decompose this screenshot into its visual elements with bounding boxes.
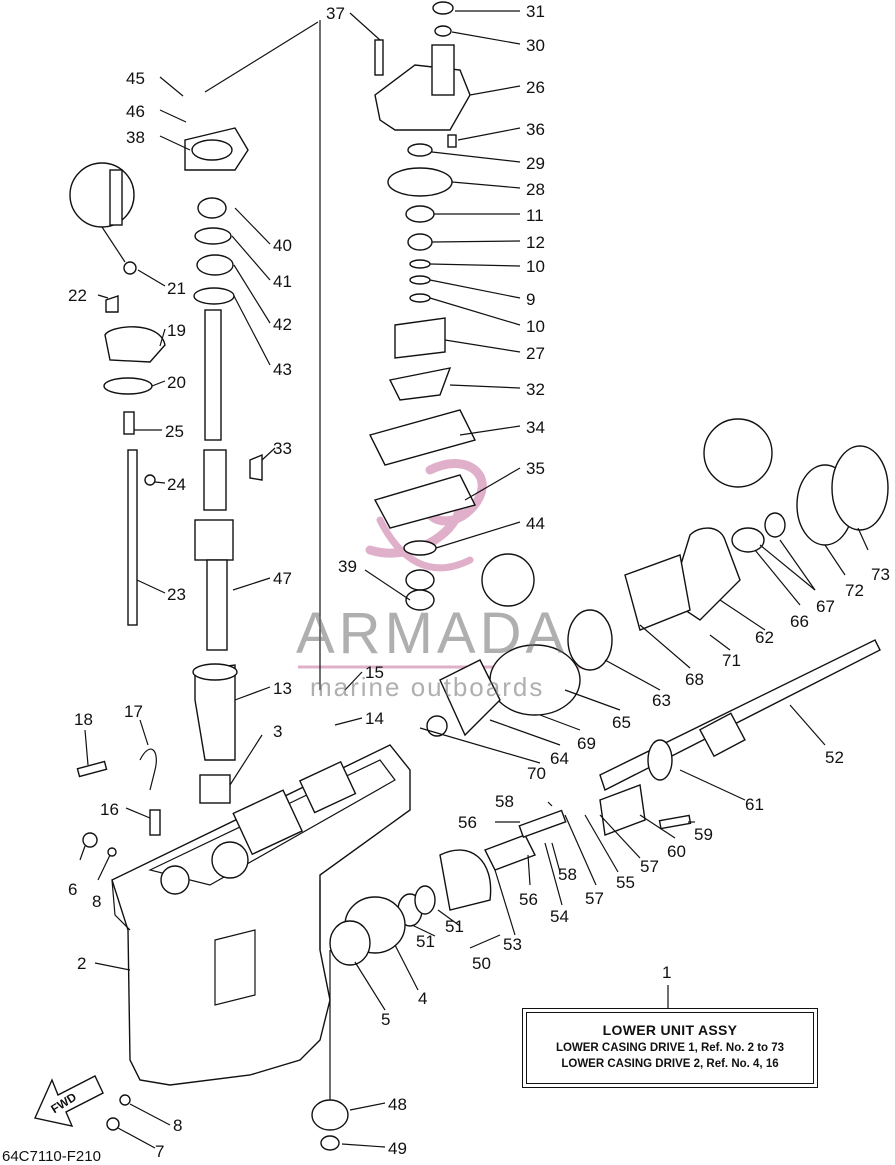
callout-label: 45 [126, 69, 145, 88]
propeller-shaft-assembly [311, 418, 889, 1151]
callout-label: 57 [585, 889, 604, 908]
callout-label: 58 [558, 865, 577, 884]
callout-label: 6 [68, 880, 77, 899]
callout-label: 31 [526, 2, 545, 21]
callout-label: 73 [871, 565, 890, 584]
callout-label: 20 [167, 373, 186, 392]
callout-label: 44 [526, 514, 545, 533]
watermark-name: ARMADA [296, 601, 569, 666]
callout-label: 7 [155, 1142, 164, 1161]
info-box-callout: 1 [662, 963, 671, 982]
callout-label: 35 [526, 459, 545, 478]
callout-label: 40 [273, 236, 292, 255]
callout-label: 18 [74, 710, 93, 729]
callout-label: 12 [526, 233, 545, 252]
callout-label: 64 [550, 749, 569, 768]
callout-label: 60 [667, 842, 686, 861]
callout-label: 72 [845, 581, 864, 600]
callout-label: 62 [755, 628, 774, 647]
callout-label: 32 [526, 380, 545, 399]
callout-label: 27 [526, 344, 545, 363]
callout-label: 65 [612, 713, 631, 732]
info-box-title: LOWER UNIT ASSY [602, 1022, 738, 1038]
callout-label: 50 [472, 954, 491, 973]
callout-label: 53 [503, 935, 522, 954]
callout-label: 23 [167, 585, 186, 604]
callout-label: 58 [495, 792, 514, 811]
shift-rod-assembly [69, 162, 166, 626]
callout-label: 41 [273, 272, 292, 291]
watermark-subtitle: marine outboards [310, 672, 545, 702]
callout-label: 30 [526, 36, 545, 55]
callout-label: 15 [365, 663, 384, 682]
callout-label: 10 [526, 317, 545, 336]
callout-label: 51 [416, 932, 435, 951]
callout-label: 39 [338, 557, 357, 576]
lower-unit-info-box: LOWER UNIT ASSY LOWER CASING DRIVE 1, Re… [522, 1008, 818, 1088]
callout-label: 71 [722, 651, 741, 670]
callout-label: 37 [326, 4, 345, 23]
info-box-line-2: LOWER CASING DRIVE 2, Ref. No. 4, 16 [561, 1058, 779, 1070]
callout-labels: 37 31 30 26 36 29 28 11 12 10 9 10 27 32… [68, 2, 890, 1161]
callout-label: 22 [68, 286, 87, 305]
callout-label: 5 [381, 1010, 390, 1029]
callout-label: 3 [273, 722, 282, 741]
callout-label: 46 [126, 102, 145, 121]
callout-label: 70 [527, 764, 546, 783]
callout-label: 14 [365, 709, 384, 728]
callout-label: 38 [126, 128, 145, 147]
fwd-arrow-icon [34, 1075, 104, 1127]
callout-label: 17 [124, 702, 143, 721]
callout-label: 55 [616, 873, 635, 892]
callout-label: 33 [273, 439, 292, 458]
info-box-line-1: LOWER CASING DRIVE 1, Ref. No. 2 to 73 [555, 1042, 785, 1054]
callout-label: 8 [173, 1116, 182, 1135]
info-box-frame: LOWER UNIT ASSY LOWER CASING DRIVE 1, Re… [526, 1012, 814, 1084]
callout-label: 21 [167, 279, 186, 298]
callout-label: 56 [519, 890, 538, 909]
callout-label: 66 [790, 612, 809, 631]
callout-label: 43 [273, 360, 292, 379]
callout-label: 48 [388, 1095, 407, 1114]
callout-label: 56 [458, 813, 477, 832]
callout-label: 9 [526, 290, 535, 309]
callout-label: 67 [816, 597, 835, 616]
callout-label: 36 [526, 120, 545, 139]
callout-label: 42 [273, 315, 292, 334]
callout-label: 69 [577, 734, 596, 753]
callout-label: 52 [825, 748, 844, 767]
callout-label: 34 [526, 418, 545, 437]
callout-label: 59 [694, 825, 713, 844]
callout-label: 63 [652, 691, 671, 710]
callout-label: 28 [526, 180, 545, 199]
callout-label: 10 [526, 257, 545, 276]
callout-label: 68 [685, 670, 704, 689]
callout-label: 16 [100, 800, 119, 819]
callout-label: 47 [273, 569, 292, 588]
callout-label: 24 [167, 475, 186, 494]
callout-label: 26 [526, 78, 545, 97]
callout-label: 13 [273, 679, 292, 698]
callout-label: 8 [92, 892, 101, 911]
drive-shaft-assembly [184, 127, 263, 804]
callout-label: 25 [165, 422, 184, 441]
callout-label: 49 [388, 1139, 407, 1158]
callout-label: 19 [167, 321, 186, 340]
water-pump-assembly [368, 1, 535, 611]
lower-casing [111, 744, 411, 1086]
callout-label: 57 [640, 857, 659, 876]
diagram-code: 64C7110-F210 [2, 1148, 101, 1165]
callout-label: 29 [526, 154, 545, 173]
callout-label: 54 [550, 907, 569, 926]
callout-label: 11 [526, 206, 544, 225]
callout-label: 61 [745, 795, 764, 814]
callout-label: 51 [445, 917, 464, 936]
left-hardware [76, 748, 161, 1131]
callout-label: 2 [77, 954, 86, 973]
callout-label: 4 [418, 989, 427, 1008]
leader-lines [79, 10, 869, 1149]
